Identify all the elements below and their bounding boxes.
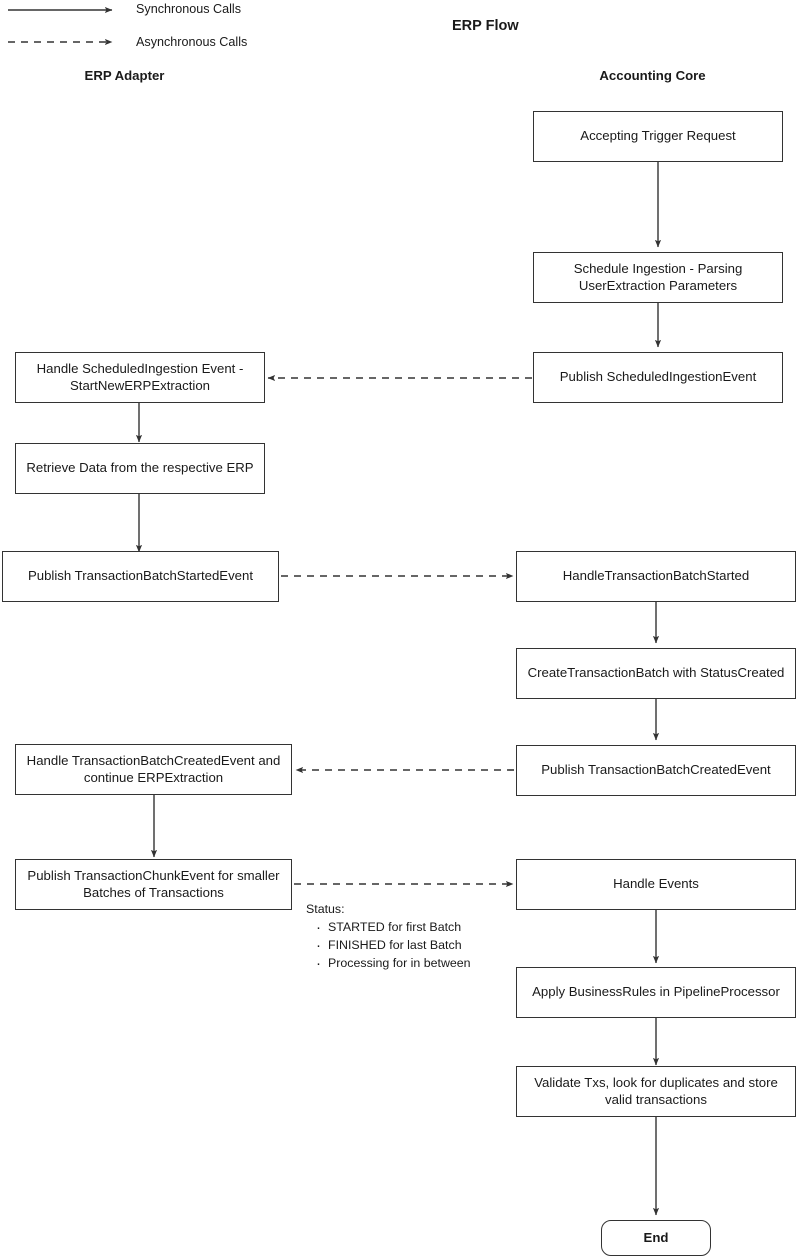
node-create-transaction-batch[interactable]: CreateTransactionBatch with StatusCreate… [516, 648, 796, 699]
node-handle-events[interactable]: Handle Events [516, 859, 796, 910]
node-retrieve-data-from-erp[interactable]: Retrieve Data from the respective ERP [15, 443, 265, 494]
status-note: Status: STARTED for first Batch FINISHED… [306, 901, 471, 973]
node-schedule-ingestion[interactable]: Schedule Ingestion - Parsing UserExtract… [533, 252, 783, 303]
node-publish-scheduled-ingestion-event[interactable]: Publish ScheduledIngestionEvent [533, 352, 783, 403]
node-validate-transactions[interactable]: Validate Txs, look for duplicates and st… [516, 1066, 796, 1117]
status-note-item-processing: Processing for in between [316, 955, 471, 973]
legend-label-synchronous: Synchronous Calls [136, 2, 241, 16]
node-apply-business-rules[interactable]: Apply BusinessRules in PipelineProcessor [516, 967, 796, 1018]
status-note-list: STARTED for first Batch FINISHED for las… [306, 919, 471, 973]
node-publish-transaction-batch-started-event[interactable]: Publish TransactionBatchStartedEvent [2, 551, 279, 602]
status-note-item-started: STARTED for first Batch [316, 919, 471, 937]
status-note-heading: Status: [306, 902, 345, 916]
page-title: ERP Flow [452, 18, 519, 34]
status-note-item-finished: FINISHED for last Batch [316, 937, 471, 955]
node-publish-transaction-chunk-event[interactable]: Publish TransactionChunkEvent for smalle… [15, 859, 292, 910]
lane-title-erp-adapter: ERP Adapter [84, 68, 165, 83]
node-handle-transaction-batch-created-event[interactable]: Handle TransactionBatchCreatedEvent and … [15, 744, 292, 795]
node-publish-transaction-batch-created-event[interactable]: Publish TransactionBatchCreatedEvent [516, 745, 796, 796]
lane-title-accounting-core: Accounting Core [599, 68, 706, 83]
node-handle-scheduled-ingestion-event[interactable]: Handle ScheduledIngestion Event - StartN… [15, 352, 265, 403]
node-accepting-trigger-request[interactable]: Accepting Trigger Request [533, 111, 783, 162]
legend-label-asynchronous: Asynchronous Calls [136, 35, 248, 49]
node-handle-transaction-batch-started[interactable]: HandleTransactionBatchStarted [516, 551, 796, 602]
node-end[interactable]: End [601, 1220, 711, 1256]
